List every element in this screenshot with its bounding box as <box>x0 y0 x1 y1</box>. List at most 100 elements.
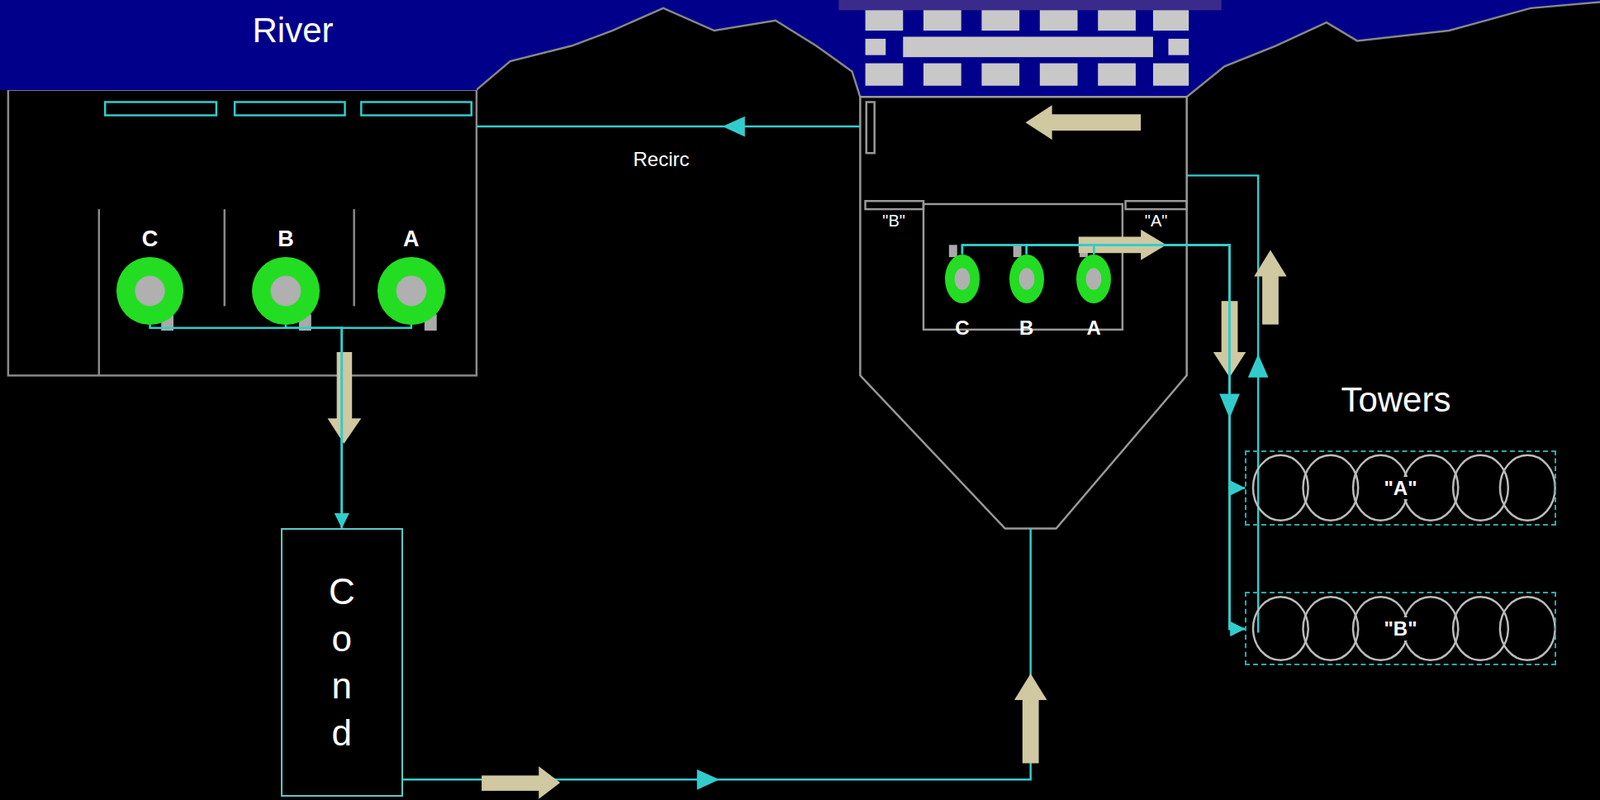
drawing-part <box>476 8 860 97</box>
label-text: C <box>954 316 969 340</box>
drawing-part <box>865 200 924 209</box>
pipe-line <box>962 244 1245 488</box>
arrow-head <box>334 512 350 528</box>
flow-arrows <box>327 104 1287 799</box>
pipe-line <box>341 324 412 528</box>
pipe-line <box>962 244 1245 628</box>
drawing-part <box>481 774 540 791</box>
drawing-part <box>865 63 904 86</box>
drawing-part <box>360 101 471 115</box>
river-band: River <box>0 0 477 91</box>
condenser-box: Cond <box>280 527 404 797</box>
pipe-line <box>150 324 342 528</box>
pump-circle: A <box>377 256 446 325</box>
pipe-connector <box>150 324 350 528</box>
drawing-part <box>1186 1 1600 97</box>
drawing-part <box>1500 455 1556 521</box>
arrow-head <box>334 512 350 528</box>
pump-circle: C <box>944 254 980 304</box>
label-text: Towers <box>1338 379 1453 420</box>
water-lines <box>403 126 1259 779</box>
label-text: C <box>142 226 159 252</box>
arrow-head <box>1229 480 1245 496</box>
label-text: B <box>277 226 295 252</box>
pump-circle: B <box>251 256 320 325</box>
gate-label: "A" <box>1143 210 1170 230</box>
pipe-line <box>285 324 342 528</box>
text-holder: River <box>252 10 334 51</box>
pipe-line <box>1026 244 1245 628</box>
drawing-part <box>981 63 1020 86</box>
drawing-part <box>98 208 100 376</box>
pump-discharge-stubs <box>161 244 1088 331</box>
river <box>0 0 1600 97</box>
drawing-part <box>327 417 362 444</box>
arrow-head <box>1229 621 1245 637</box>
drawing-part <box>1500 596 1556 660</box>
label-text: "A" <box>1143 210 1170 230</box>
line-arrowheads <box>697 116 1269 790</box>
drawing-part <box>1022 698 1040 764</box>
arrow-head <box>1229 621 1245 637</box>
drawing-part <box>923 63 962 86</box>
drawing-part <box>722 116 746 138</box>
drawing-part <box>923 9 962 31</box>
drawing-part <box>1125 200 1187 209</box>
pump-circle: B <box>1009 254 1045 304</box>
basin <box>859 96 1187 528</box>
gate-label: "B" <box>880 210 907 230</box>
pipe-connector <box>1026 244 1245 495</box>
pipe-connector <box>334 324 412 528</box>
text-holder: C <box>142 226 159 252</box>
label-text: A <box>1087 316 1102 340</box>
drawing-part <box>223 208 226 306</box>
drawing-part <box>1248 353 1269 377</box>
label-text: "A" <box>1381 476 1420 500</box>
drawing-part <box>0 0 1600 97</box>
drawing-part <box>1050 113 1141 131</box>
drawing-part <box>234 101 345 115</box>
drawing-part <box>1097 63 1136 86</box>
drawing-part <box>1167 38 1189 56</box>
drawing-part <box>697 769 720 790</box>
label-text: "B" <box>880 210 907 230</box>
drawing-part <box>1253 455 1309 521</box>
drawing-part <box>1039 63 1078 86</box>
label-text: River <box>252 10 334 51</box>
area-label: Towers <box>1338 379 1453 420</box>
tower-row: "B" <box>1244 591 1557 665</box>
line-label: Recirc <box>631 147 691 171</box>
drawing-part <box>865 9 904 31</box>
drawing-part <box>902 36 1154 57</box>
pipe-connector <box>1093 244 1245 495</box>
drawing-part <box>1039 9 1078 31</box>
drawing-part <box>8 90 477 376</box>
pipe-connector <box>1026 244 1245 636</box>
drawing-part <box>538 765 561 799</box>
label-text: Recirc <box>631 147 691 171</box>
label-text: "B" <box>1381 617 1420 641</box>
drawing-part <box>476 125 860 128</box>
drawing-part <box>866 101 875 153</box>
arrow-head <box>1229 480 1245 496</box>
arrow-head <box>1229 480 1245 496</box>
pipe-connector <box>1093 244 1245 636</box>
text-holder: A <box>1087 316 1102 340</box>
pipe-connector <box>962 244 1245 636</box>
text-holder: C <box>954 316 969 340</box>
drawing-part <box>865 38 887 56</box>
drawing-part <box>352 208 355 306</box>
intake-screens <box>865 9 1190 86</box>
drawing-part <box>1025 104 1053 140</box>
label-text: A <box>403 226 420 252</box>
drawing-part <box>1097 9 1136 31</box>
drawing-part <box>838 0 1221 10</box>
drawing-part <box>1303 455 1359 521</box>
text-holder: A <box>403 226 420 252</box>
pump-circle: A <box>1076 254 1111 304</box>
pipe-line <box>1026 244 1245 488</box>
text-holder: B <box>1019 316 1034 340</box>
pipe-connector <box>285 324 350 528</box>
tower-cells <box>1253 455 1556 660</box>
drawing-part <box>923 204 1123 330</box>
